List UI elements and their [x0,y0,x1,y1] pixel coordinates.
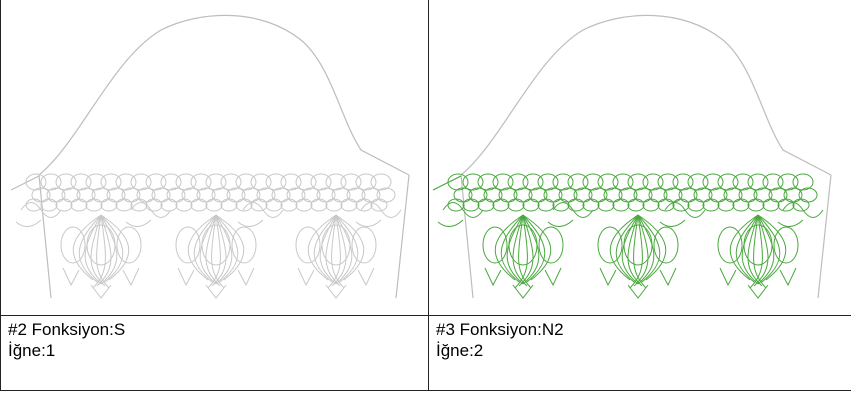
lace-pattern [437,173,824,299]
stitch-panel-2[interactable]: #2 Fonksiyon:S İğne:1 [0,0,429,391]
needle-label: İğne:2 [436,341,484,360]
design-canvas-2 [1,0,428,316]
garment-outline [460,14,832,176]
stitch-panel-3[interactable]: #3 Fonksiyon:N2 İğne:2 [429,0,851,391]
panel-info-3: #3 Fonksiyon:N2 İğne:2 [436,319,564,361]
function-label: #3 Fonksiyon:N2 [436,320,564,339]
function-label: #2 Fonksiyon:S [8,320,126,339]
embroidery-preview-3 [432,14,832,299]
panel-info-2: #2 Fonksiyon:S İğne:1 [8,319,125,361]
lace-pattern [15,173,402,299]
needle-label: İğne:1 [8,341,56,360]
embroidery-preview-2 [10,14,410,299]
garment-outline [38,14,410,176]
design-canvas-3 [429,0,851,316]
